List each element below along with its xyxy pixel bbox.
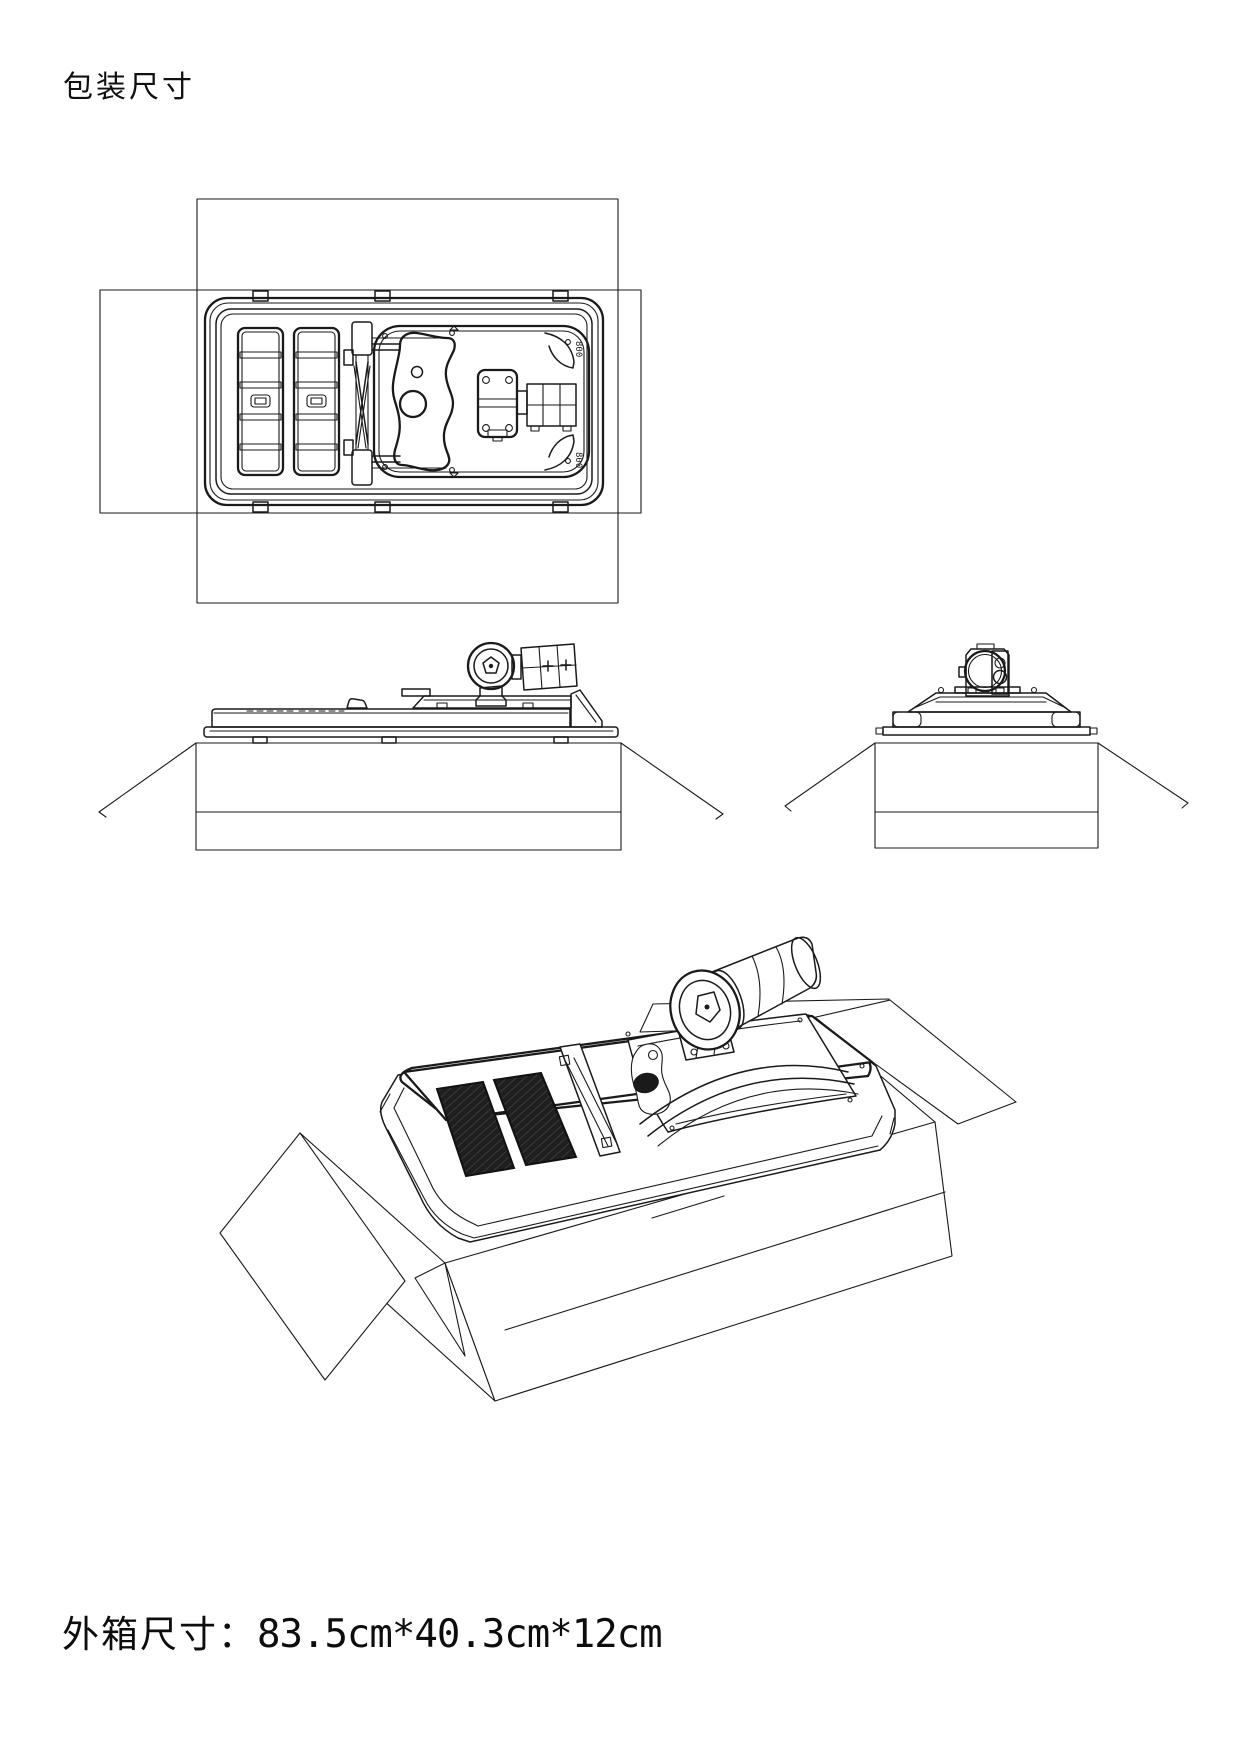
housing-right-curve-top bbox=[544, 332, 575, 369]
side-carton-end bbox=[784, 742, 1189, 849]
carton-flap-right bbox=[1097, 742, 1189, 809]
bracket-arm-grid-side bbox=[511, 643, 578, 691]
small-hole bbox=[410, 365, 424, 379]
iso-flap-left bbox=[219, 1132, 406, 1381]
carton-horizontal-panel bbox=[99, 289, 642, 514]
iso-flap-right bbox=[811, 999, 1017, 1125]
marking-800-bottom: 800 bbox=[573, 452, 583, 468]
iso-arm-endcap bbox=[790, 936, 822, 990]
side-carton-long bbox=[98, 742, 724, 851]
marking-800-top: 800 bbox=[573, 341, 583, 357]
carton-vertical-panel bbox=[196, 198, 619, 604]
top-view: 800 800 bbox=[99, 198, 642, 604]
lamp-end-profile bbox=[875, 643, 1098, 736]
lamp-outer-shell-inner-line bbox=[209, 302, 599, 501]
iso-arch-detail bbox=[639, 1064, 855, 1137]
end-fin bbox=[570, 689, 603, 728]
large-hole bbox=[398, 389, 428, 419]
lamp-top-view: 800 800 bbox=[203, 290, 605, 513]
lamp-inner-frame bbox=[215, 308, 593, 495]
lamp-side-profile bbox=[203, 641, 619, 744]
carton-flap-left bbox=[784, 742, 876, 812]
outer-box-dimensions-label: 外箱尺寸： bbox=[62, 1613, 257, 1656]
iso-large-hole bbox=[633, 1072, 659, 1094]
carton-flap-right bbox=[620, 742, 724, 820]
outer-box-dimensions: 外箱尺寸：83.5cm*40.3cm*12cm bbox=[62, 1604, 663, 1658]
grid-panel-2 bbox=[292, 326, 341, 477]
mount-plate-blob bbox=[391, 331, 456, 472]
outer-box-dimensions-value: 83.5cm*40.3cm*12cm bbox=[257, 1612, 663, 1657]
side-view-long bbox=[98, 641, 724, 851]
pole-clamp bbox=[343, 321, 447, 486]
head-plate-tab bbox=[401, 688, 431, 697]
bracket-hinge-side bbox=[466, 641, 516, 707]
bracket-hinge-end bbox=[958, 643, 1010, 697]
carton-flap-left bbox=[98, 742, 197, 818]
iso-grid-panel-1 bbox=[435, 1080, 516, 1178]
iso-flap-front-small bbox=[414, 1262, 466, 1357]
iso-grid-panel-2 bbox=[492, 1071, 578, 1167]
housing-right-curve-bottom bbox=[544, 434, 575, 471]
lamp-outer-shell bbox=[203, 296, 605, 507]
housing-screws bbox=[382, 325, 571, 478]
isometric-view bbox=[219, 936, 1017, 1402]
bracket-arm-grid bbox=[516, 383, 577, 432]
iso-carton bbox=[219, 1017, 953, 1402]
side-view-end bbox=[784, 643, 1189, 849]
iso-hinge-and-arm bbox=[669, 936, 822, 1059]
lamp-inner-frame-line2 bbox=[220, 313, 588, 490]
iso-pole-clamp bbox=[558, 1043, 621, 1157]
lamp-head-housing: 800 800 bbox=[372, 324, 591, 479]
grid-panel-1 bbox=[236, 326, 285, 477]
clamp-hump bbox=[346, 698, 368, 709]
lamp-edge-tabs bbox=[252, 290, 569, 513]
mount-bracket bbox=[476, 368, 519, 442]
page-title: 包装尺寸 bbox=[63, 70, 195, 105]
